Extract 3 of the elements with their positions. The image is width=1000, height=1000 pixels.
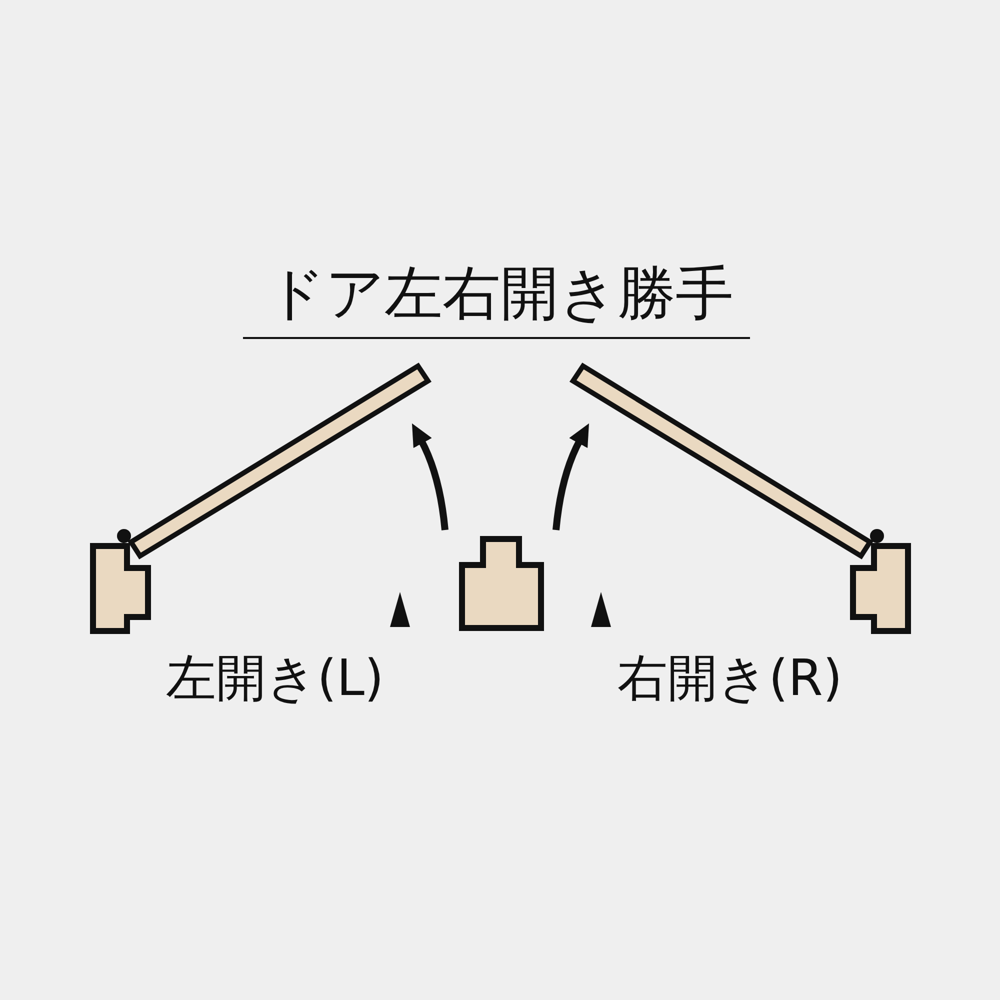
opening-direction-label: 右開き(R) — [616, 648, 844, 709]
opening-direction-label: 左開き(L) — [165, 648, 385, 709]
title: ドア左右開き勝手 — [266, 258, 734, 328]
